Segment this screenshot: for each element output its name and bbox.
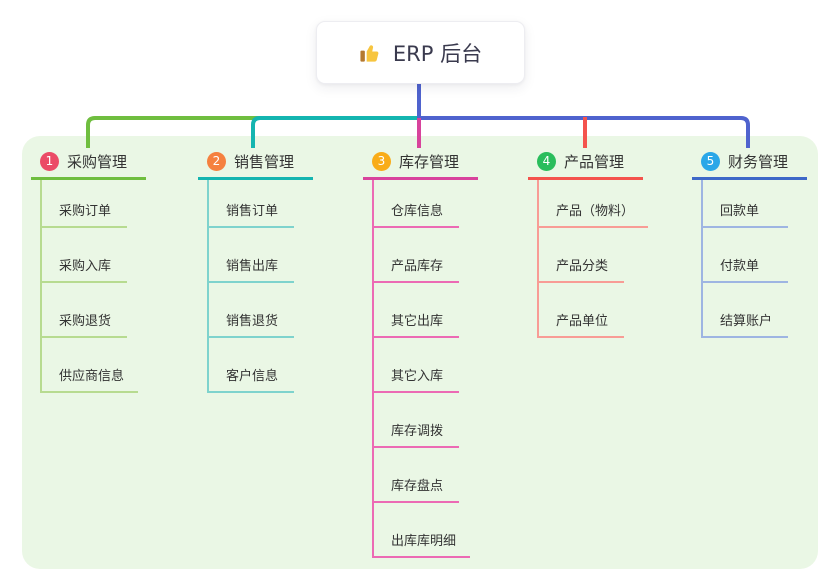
child-label: 产品（物料） xyxy=(539,200,649,228)
child-label: 采购退货 xyxy=(42,310,127,338)
branch-children: 产品（物料） 产品分类 产品单位 xyxy=(537,180,649,338)
child-node[interactable]: 采购入库 xyxy=(42,228,138,283)
child-label: 产品库存 xyxy=(374,255,459,283)
child-node[interactable]: 产品单位 xyxy=(539,283,648,338)
child-node[interactable]: 客户信息 xyxy=(209,338,294,393)
child-label: 结算账户 xyxy=(703,310,788,338)
child-label: 客户信息 xyxy=(209,365,294,393)
branch-children: 采购订单 采购入库 采购退货 供应商信息 xyxy=(40,180,139,393)
child-node[interactable]: 产品库存 xyxy=(374,228,470,283)
child-label: 付款单 xyxy=(703,255,788,283)
branch-product: 4 产品管理 产品（物料） 产品分类 产品单位 xyxy=(528,147,649,338)
branch-children: 销售订单 销售出库 销售退货 客户信息 xyxy=(207,180,294,393)
branch-purchase: 1 采购管理 采购订单 采购入库 采购退货 供应商信息 xyxy=(31,147,146,393)
child-label: 销售出库 xyxy=(209,255,294,283)
child-label: 回款单 xyxy=(703,200,788,228)
child-node[interactable]: 付款单 xyxy=(703,228,788,283)
branch-finance: 5 财务管理 回款单 付款单 结算账户 xyxy=(692,147,807,338)
child-node[interactable]: 其它入库 xyxy=(374,338,470,393)
child-node[interactable]: 其它出库 xyxy=(374,283,470,338)
branch-label: 采购管理 xyxy=(67,153,128,171)
branch-number-badge: 4 xyxy=(537,152,556,171)
branch-label: 财务管理 xyxy=(728,153,789,171)
branch-heading-inventory[interactable]: 3 库存管理 xyxy=(363,147,478,180)
child-node[interactable]: 仓库信息 xyxy=(374,180,470,228)
child-label: 采购订单 xyxy=(42,200,127,228)
branch-number-badge: 2 xyxy=(207,152,226,171)
branch-heading-sales[interactable]: 2 销售管理 xyxy=(198,147,313,180)
child-node[interactable]: 供应商信息 xyxy=(42,338,139,393)
connector-branch-5 xyxy=(419,116,750,148)
branch-heading-product[interactable]: 4 产品管理 xyxy=(528,147,643,180)
branches-panel xyxy=(22,136,818,569)
child-node[interactable]: 采购退货 xyxy=(42,283,138,338)
child-node[interactable]: 结算账户 xyxy=(703,283,788,338)
child-node[interactable]: 采购订单 xyxy=(42,180,138,228)
branch-number-badge: 5 xyxy=(701,152,720,171)
branch-label: 库存管理 xyxy=(399,153,460,171)
branch-children: 仓库信息 产品库存 其它出库 其它入库 库存调拨 库存盘点 出库库明细 xyxy=(372,180,471,558)
child-node[interactable]: 销售出库 xyxy=(209,228,294,283)
branch-label: 销售管理 xyxy=(234,153,295,171)
child-label: 出库库明细 xyxy=(374,530,471,558)
child-label: 库存调拨 xyxy=(374,420,459,448)
child-label: 产品单位 xyxy=(539,310,624,338)
branch-heading-purchase[interactable]: 1 采购管理 xyxy=(31,147,146,180)
child-node[interactable]: 产品（物料） xyxy=(539,180,649,228)
thumbs-up-icon xyxy=(359,41,382,64)
child-node[interactable]: 库存调拨 xyxy=(374,393,470,448)
child-label: 销售订单 xyxy=(209,200,294,228)
branch-label: 产品管理 xyxy=(564,153,625,171)
child-label: 销售退货 xyxy=(209,310,294,338)
child-node[interactable]: 库存盘点 xyxy=(374,448,470,503)
child-label: 供应商信息 xyxy=(42,365,139,393)
child-node[interactable]: 回款单 xyxy=(703,180,788,228)
child-label: 库存盘点 xyxy=(374,475,459,503)
connector-branch-2 xyxy=(251,116,419,148)
branch-inventory: 3 库存管理 仓库信息 产品库存 其它出库 其它入库 库存调拨 库存盘点 出库库… xyxy=(363,147,478,558)
child-label: 其它入库 xyxy=(374,365,459,393)
branch-children: 回款单 付款单 结算账户 xyxy=(701,180,788,338)
branch-heading-finance[interactable]: 5 财务管理 xyxy=(692,147,807,180)
child-label: 其它出库 xyxy=(374,310,459,338)
root-node-label: ERP 后台 xyxy=(392,41,483,66)
branch-number-badge: 1 xyxy=(40,152,59,171)
child-node[interactable]: 出库库明细 xyxy=(374,503,471,558)
child-node[interactable]: 销售退货 xyxy=(209,283,294,338)
branch-sales: 2 销售管理 销售订单 销售出库 销售退货 客户信息 xyxy=(198,147,313,393)
child-label: 产品分类 xyxy=(539,255,624,283)
connector-branch-1 xyxy=(86,116,419,148)
child-node[interactable]: 产品分类 xyxy=(539,228,648,283)
branch-number-badge: 3 xyxy=(372,152,391,171)
child-label: 仓库信息 xyxy=(374,200,459,228)
child-label: 采购入库 xyxy=(42,255,127,283)
child-node[interactable]: 销售订单 xyxy=(209,180,294,228)
root-node-erp[interactable]: ERP 后台 xyxy=(316,21,525,84)
